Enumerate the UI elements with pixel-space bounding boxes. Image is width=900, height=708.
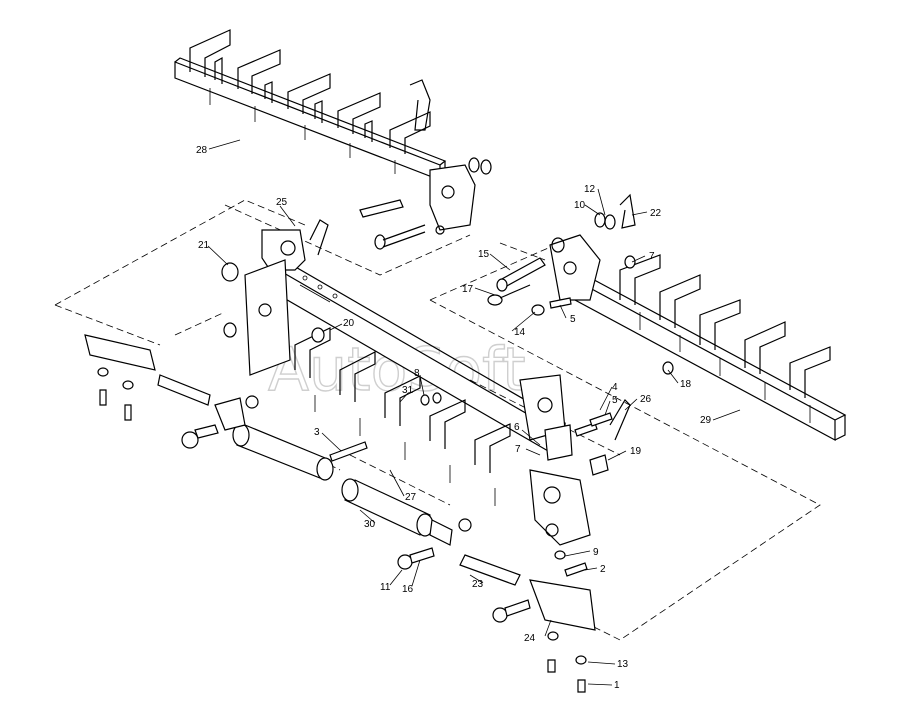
callout-23: 23: [472, 579, 484, 590]
callout-1: 1: [614, 680, 620, 691]
callout-31: 31: [402, 385, 414, 396]
callout-5-upper: 5: [570, 314, 576, 325]
callout-19: 19: [630, 446, 642, 457]
cylinder-30: [341, 478, 472, 546]
callout-22: 22: [650, 208, 662, 219]
callout-24: 24: [524, 633, 536, 644]
callout-10: 10: [574, 200, 586, 211]
tine-bar-right: [549, 193, 847, 442]
callout-21: 21: [198, 240, 210, 251]
callout-26: 26: [640, 394, 652, 405]
tine-bar-upper: [174, 29, 492, 250]
main-frame-tines: [294, 327, 511, 506]
callout-2: 2: [600, 564, 606, 575]
callout-8: 8: [414, 368, 420, 379]
callout-27: 27: [405, 492, 417, 503]
callout-25: 25: [276, 197, 288, 208]
callout-leaders: [207, 139, 741, 686]
callout-17: 17: [462, 284, 474, 295]
pin-parts: [487, 257, 572, 316]
right-side-plate: [519, 374, 631, 546]
callout-18: 18: [680, 379, 692, 390]
callout-29: 29: [700, 415, 712, 426]
callout-30: 30: [364, 519, 376, 530]
callout-labels: 28 25 21 20 31 8 3 27 30 11 16 23 24 13 …: [196, 145, 712, 691]
callout-4: 4: [612, 382, 618, 393]
callout-7-lower: 7: [515, 444, 521, 455]
link-pins: [84, 334, 596, 631]
callout-9: 9: [593, 547, 599, 558]
callout-20: 20: [343, 318, 355, 329]
upper-bar-tines: [189, 29, 431, 174]
fasteners: [97, 367, 613, 693]
callout-11: 11: [380, 582, 391, 593]
callout-16: 16: [402, 584, 414, 595]
callout-28: 28: [196, 145, 208, 156]
right-bar-tines: [619, 254, 831, 423]
callout-3: 3: [314, 427, 320, 438]
left-side-plate: [221, 219, 329, 376]
callout-5-lower: 5: [612, 395, 618, 406]
upper-pivot-bracket: [359, 79, 492, 250]
callout-13: 13: [617, 659, 629, 670]
callout-7-upper: 7: [649, 251, 655, 262]
callout-12: 12: [584, 184, 596, 195]
callout-15: 15: [478, 249, 490, 260]
cylinder-lower: [214, 395, 334, 481]
callout-6: 6: [514, 422, 520, 433]
callout-14: 14: [514, 327, 526, 338]
